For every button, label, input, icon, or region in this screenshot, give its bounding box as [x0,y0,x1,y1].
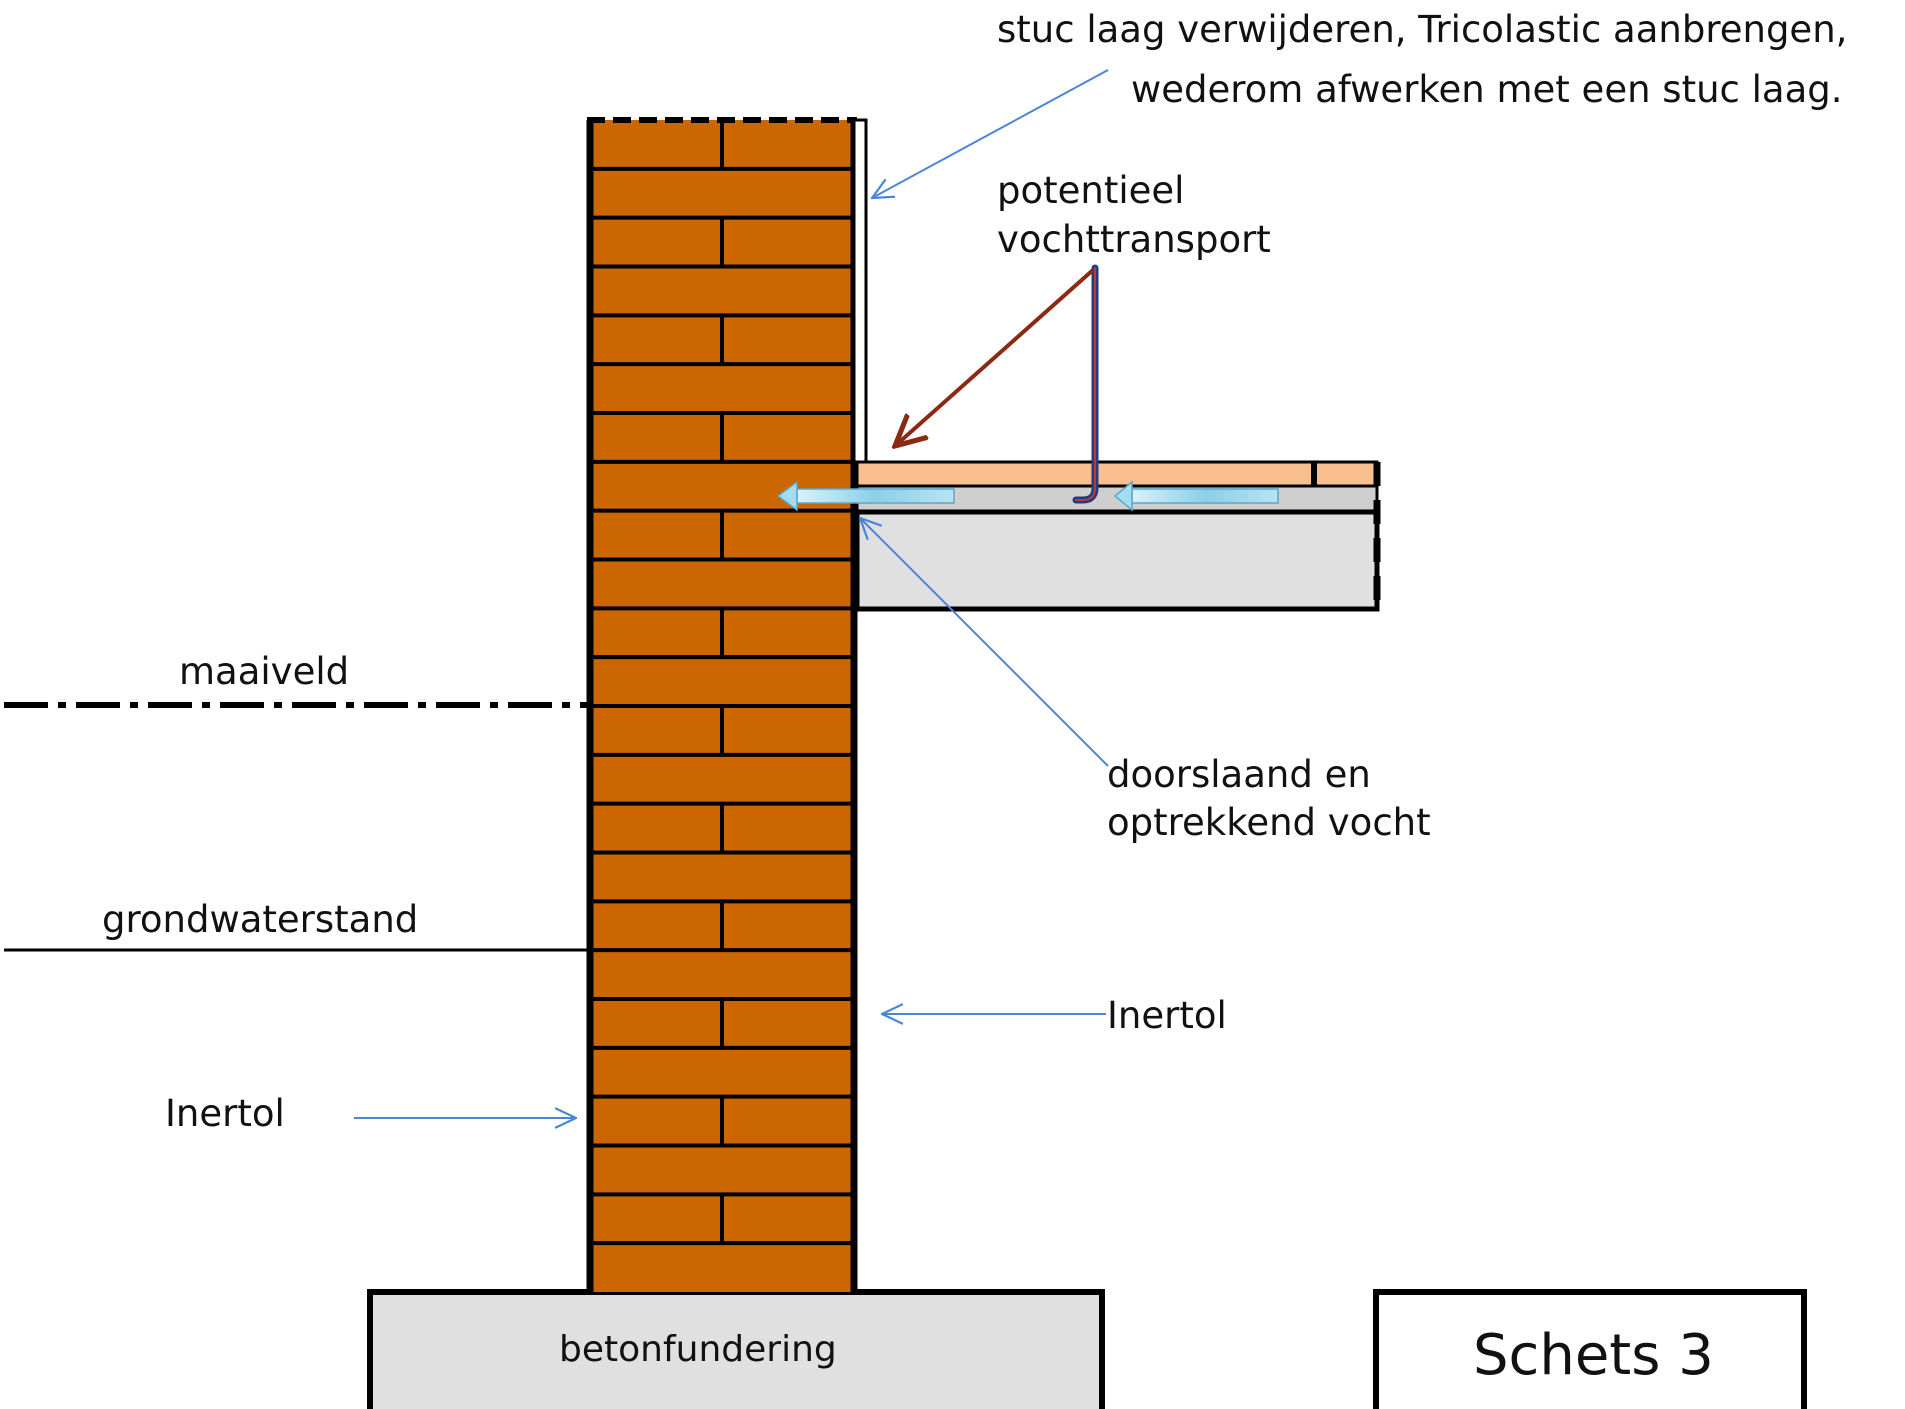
concrete-foundation [367,1289,1105,1409]
stuc-pointer-arrow [872,69,1109,198]
penetrating-moisture-label-line2: optrekkend vocht [1107,801,1431,844]
inertol-left-label: Inertol [165,1092,285,1135]
sketch-title: Schets 3 [1473,1323,1714,1388]
moisture-flow-arrow [1113,480,1279,512]
potential-transport-label-line2: vochttransport [997,218,1271,261]
moisture-transport-arrow [895,268,1095,446]
brick-courses [590,120,854,1246]
doorslaand-pointer-arrow [860,518,1109,767]
moisture-flow-arrow [776,480,955,512]
groundwater-level-label: grondwaterstand [102,898,418,941]
arrow-left-icon [776,480,798,512]
concrete-foundation-label: betonfundering [559,1329,837,1370]
stuc-instruction-line1: stuc laag verwijderen, Tricolastic aanbr… [997,8,1847,51]
plaster-layer [852,118,868,464]
sketch-label-box [1373,1289,1807,1409]
arrow-left-icon [1113,480,1133,512]
floor-construction [854,460,1381,612]
ground-level-label: maaiveld [179,650,349,693]
potential-transport-label-line1: potentieel [997,169,1184,212]
moisture-transport-pipe [1072,264,1099,504]
stuc-instruction-line2: wederom afwerken met een stuc laag. [1131,68,1843,111]
inertol-right-label: Inertol [1107,994,1227,1037]
brick-wall [586,117,858,1292]
penetrating-moisture-label-line1: doorslaand en [1107,753,1371,796]
